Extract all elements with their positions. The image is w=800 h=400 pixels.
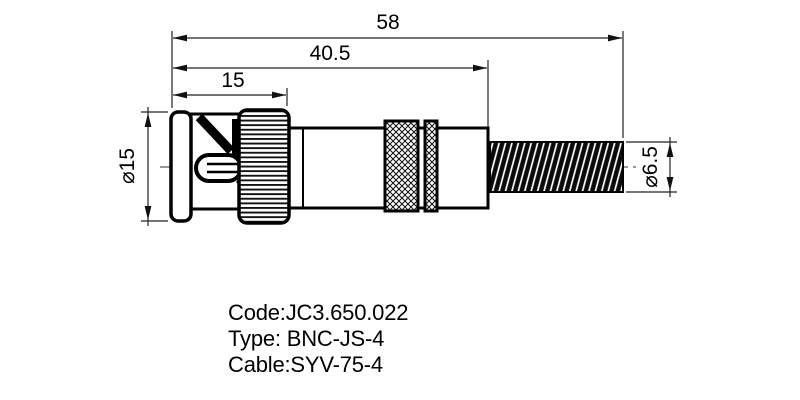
dim-label-dia-15: ⌀15 [116,147,139,185]
dimension-lines [141,31,677,226]
front-flange [169,110,193,223]
dim-label-dia-6-5: ⌀6.5 [639,146,662,188]
dim-label-15: 15 [221,69,245,92]
bayonet-slot-icon [194,113,248,192]
connector-body [169,108,624,225]
spec-notes: Code:JC3.650.022 Type: BNC-JS-4 Cable:SY… [228,300,408,378]
dim-label-40-5: 40.5 [309,42,351,65]
strain-relief-spring [489,141,624,193]
dim-label-58: 58 [376,11,400,34]
spec-code: Code:JC3.650.022 [228,300,409,325]
coupling-nut [237,108,291,225]
dimension-arrows [144,34,674,220]
spec-type: Type: BNC-JS-4 [228,326,385,351]
knurled-ring-narrow [423,119,439,213]
knurled-ring-wide [383,119,420,213]
spec-cable: Cable:SYV-75-4 [228,352,383,377]
